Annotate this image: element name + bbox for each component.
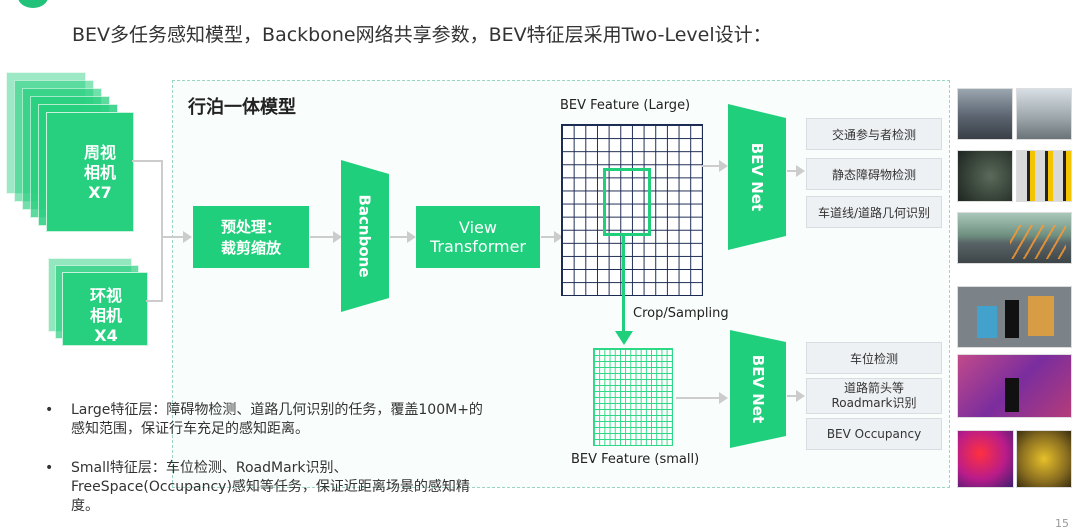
arrow-head-icon	[796, 390, 805, 402]
panel-title: 行泊一体模型	[188, 97, 296, 118]
arrow-head-icon	[719, 392, 728, 404]
backbone-label: Bacnbone	[356, 194, 374, 278]
crop-region	[603, 168, 651, 236]
around-camera-label: 环视 相机 X4	[78, 286, 134, 346]
bev-net-small-block	[730, 330, 786, 448]
brand-logo	[18, 0, 48, 8]
connector-line	[132, 160, 162, 162]
arrow-line	[162, 236, 184, 238]
backbone-block	[341, 160, 389, 312]
page-number: 15	[1055, 517, 1069, 530]
bev-large-label: BEV Feature (Large)	[560, 98, 691, 113]
task-static-obstacle: 静态障碍物检测	[806, 158, 942, 190]
camera-card-front	[62, 272, 148, 346]
arrow-head-icon	[554, 231, 563, 243]
arrow-line	[310, 236, 334, 238]
example-image-obstacle-cones	[1016, 150, 1072, 202]
task-bev-occupancy: BEV Occupancy	[806, 418, 942, 450]
bullet-marker: •	[45, 402, 54, 418]
camera-label-line: 相机	[89, 306, 122, 325]
parking-car-overlay	[1005, 300, 1019, 338]
bullet-large: • Large特征层：障碍物检测、道路几何识别的任务，覆盖100M+的感知范围，…	[45, 401, 485, 439]
arrow-head-icon	[183, 231, 192, 243]
example-image-traffic-rider	[1016, 88, 1072, 140]
bev-large-grid	[561, 124, 703, 296]
lane-overlay	[1010, 225, 1066, 259]
task-parking-slot: 车位检测	[806, 342, 942, 374]
example-image-obstacle-night	[957, 150, 1013, 202]
camera-label-line: X4	[94, 326, 118, 345]
arrow-line	[702, 165, 720, 167]
arrow-head-icon	[333, 231, 342, 243]
camera-card-front	[46, 112, 134, 232]
bullet-text: Large特征层：障碍物检测、道路几何识别的任务，覆盖100M+的感知范围，保证…	[71, 402, 483, 437]
preprocess-line: 预处理：	[220, 218, 281, 236]
bev-net-label: BEV Net	[749, 354, 768, 424]
backbone-label-wrap: Bacnbone	[341, 160, 389, 312]
connector-line	[161, 160, 163, 302]
surround-camera-label: 周视 相机 X7	[72, 143, 128, 203]
camera-label-line: 相机	[83, 163, 116, 182]
parking-slot-overlay	[1028, 296, 1054, 336]
bullet-small: • Small特征层：车位检测、RoadMark识别、FreeSpace(Occ…	[45, 459, 485, 516]
example-image-occupancy-b	[1016, 430, 1072, 488]
bev-net-label: BEV Net	[748, 142, 767, 212]
example-image-traffic-car	[957, 88, 1013, 140]
roadmark-car-overlay	[1005, 378, 1019, 412]
view-transformer-line: View	[459, 218, 497, 237]
bev-net-small-label-wrap: BEV Net	[730, 330, 786, 448]
preprocess-block: 预处理： 裁剪缩放	[193, 206, 309, 268]
arrow-line	[787, 170, 797, 172]
arrow-line	[390, 236, 408, 238]
arrow-line	[787, 395, 797, 397]
arrow-head-icon	[407, 231, 416, 243]
page-title: BEV多任务感知模型，Backbone网络共享参数，BEV特征层采用Two-Le…	[72, 24, 772, 46]
bev-small-grid	[593, 348, 673, 446]
example-image-occupancy-a	[957, 430, 1014, 488]
crop-label: Crop/Sampling	[633, 306, 729, 321]
arrow-head-icon	[796, 165, 805, 177]
bev-net-large-block	[728, 104, 786, 250]
camera-label-line: 周视	[83, 143, 116, 162]
camera-label-line: 环视	[89, 286, 122, 305]
bullet-text: Small特征层：车位检测、RoadMark识别、FreeSpace(Occup…	[71, 460, 470, 514]
parking-slot-overlay	[977, 306, 997, 338]
task-roadmark: 道路箭头等 Roadmark识别	[806, 378, 942, 414]
view-transformer-line: Transformer	[429, 237, 526, 256]
bev-small-label: BEV Feature (small)	[571, 452, 700, 467]
connector-line	[146, 300, 162, 302]
bullet-marker: •	[45, 460, 54, 476]
bev-net-large-label-wrap: BEV Net	[728, 104, 786, 250]
view-transformer-block: View Transformer	[416, 206, 540, 268]
camera-label-line: X7	[88, 183, 112, 202]
arrow-line	[541, 236, 555, 238]
preprocess-line: 裁剪缩放	[220, 239, 281, 257]
arrow-head-icon	[719, 160, 728, 172]
task-lane-road-geometry: 车道线/道路几何识别	[806, 196, 942, 228]
crop-arrow-line	[622, 233, 625, 333]
crop-arrow-head-icon	[615, 331, 633, 345]
arrow-line	[676, 397, 720, 399]
task-traffic-participant: 交通参与者检测	[806, 118, 942, 150]
